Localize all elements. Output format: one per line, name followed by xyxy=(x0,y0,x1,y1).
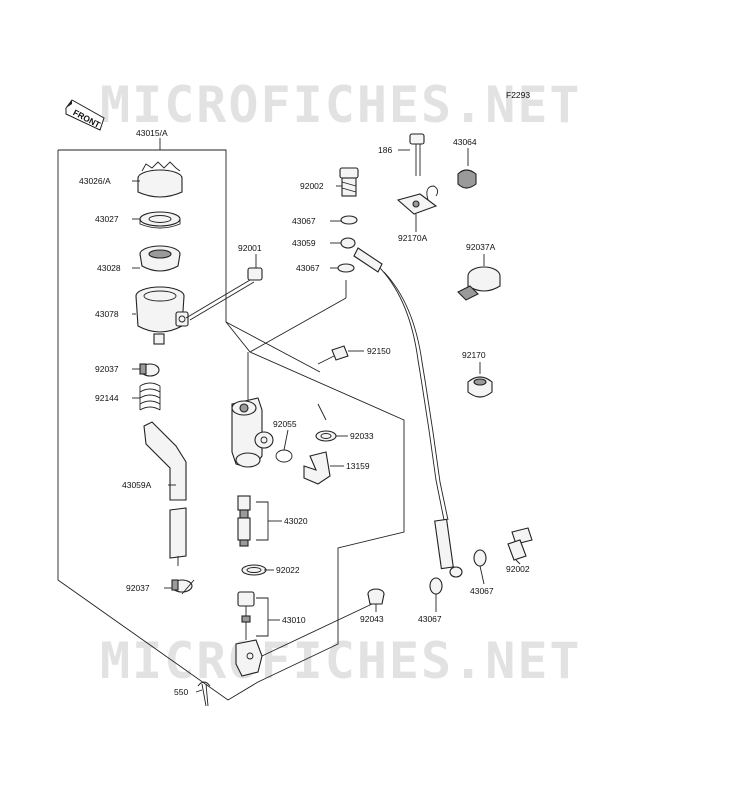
label-92150: 92150 xyxy=(367,346,391,356)
circlip-92022 xyxy=(241,564,267,576)
washer-43067-d xyxy=(473,549,487,567)
front-arrow-icon: FRONT xyxy=(65,99,105,131)
label-43078: 43078 xyxy=(95,309,119,319)
label-186: 186 xyxy=(378,145,392,155)
bolt-186 xyxy=(398,133,425,176)
circlip-92033 xyxy=(315,403,337,442)
label-43027: 43027 xyxy=(95,214,119,224)
reservoir-cap xyxy=(137,161,183,198)
label-43067-c: 43067 xyxy=(418,614,442,624)
brake-hose xyxy=(340,237,463,578)
banjo-bolt-bottom xyxy=(507,527,533,561)
grommet xyxy=(457,148,477,189)
label-92055: 92055 xyxy=(273,419,297,429)
push-rod xyxy=(235,591,280,677)
washer-43067-b xyxy=(337,263,355,273)
part-labels: 43015/A 43026/A 43027 43028 43078 92037 … xyxy=(79,128,530,697)
banjo-bolt-top xyxy=(339,167,359,197)
o-ring xyxy=(275,449,293,463)
label-43020: 43020 xyxy=(284,516,308,526)
label-43067-a: 43067 xyxy=(292,216,316,226)
label-43010: 43010 xyxy=(282,615,306,625)
label-92037-bot: 92037 xyxy=(126,583,150,593)
label-43015a: 43015/A xyxy=(136,128,168,138)
screw-92150 xyxy=(317,345,364,365)
label-43028: 43028 xyxy=(97,263,121,273)
clamp-92170 xyxy=(467,362,493,398)
reservoir xyxy=(135,286,189,345)
spring xyxy=(139,382,161,411)
label-43059a: 43059A xyxy=(122,480,152,490)
label-92037a: 92037A xyxy=(466,242,496,252)
assembly-outline xyxy=(57,149,405,701)
diaphragm-plate xyxy=(139,211,181,229)
label-43064: 43064 xyxy=(453,137,477,147)
label-43067-b: 43067 xyxy=(296,263,320,273)
reservoir-hose xyxy=(143,421,187,566)
label-43059: 43059 xyxy=(292,238,316,248)
watermark-bottom: MICROFICHES.NET xyxy=(100,632,582,690)
hose-bracket xyxy=(396,185,439,226)
label-92170: 92170 xyxy=(462,350,486,360)
label-92002-bot: 92002 xyxy=(506,564,530,574)
cotter-pin xyxy=(197,681,211,707)
label-92144: 92144 xyxy=(95,393,119,403)
label-92037-top: 92037 xyxy=(95,364,119,374)
piston xyxy=(237,495,282,547)
washer-43067-c xyxy=(429,577,443,595)
label-92170a: 92170A xyxy=(398,233,428,243)
label-13159: 13159 xyxy=(346,461,370,471)
leader-lines xyxy=(132,138,521,693)
label-92033: 92033 xyxy=(350,431,374,441)
bolt-92001 xyxy=(185,267,263,321)
watermark-top: MICROFICHES.NET xyxy=(100,76,582,134)
clamp-92037a xyxy=(457,254,501,301)
master-cylinder xyxy=(231,280,347,468)
label-92002-top: 92002 xyxy=(300,181,324,191)
hose-clamp-bottom xyxy=(171,579,195,595)
label-92022: 92022 xyxy=(276,565,300,575)
washer-43067-a xyxy=(340,215,358,225)
pin-92043 xyxy=(261,588,385,657)
label-92043: 92043 xyxy=(360,614,384,624)
hose-clamp-top xyxy=(139,363,160,377)
elbow-fitting xyxy=(303,451,331,485)
label-43026a: 43026/A xyxy=(79,176,111,186)
label-550: 550 xyxy=(174,687,188,697)
figure-code: F2293 xyxy=(506,90,530,100)
label-92001: 92001 xyxy=(238,243,262,253)
diaphragm xyxy=(139,245,181,272)
label-43067-d: 43067 xyxy=(470,586,494,596)
